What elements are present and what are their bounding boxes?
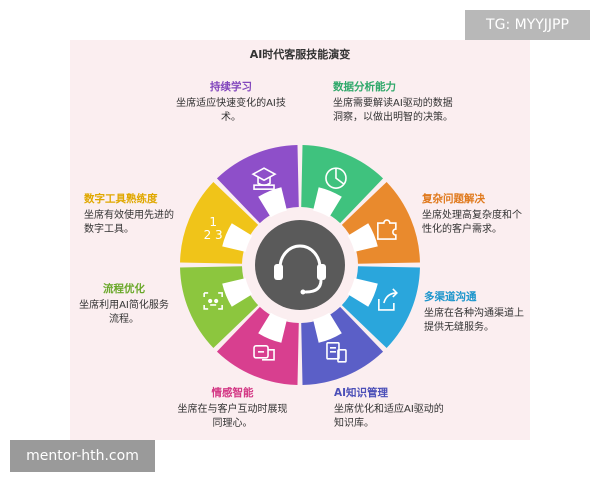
- segment-label: 复杂问题解决坐席处理高复杂度和个性化的客户需求。: [422, 192, 527, 237]
- segment-title: 复杂问题解决: [422, 193, 485, 205]
- segment-description: 坐席优化和适应AI驱动的知识库。: [334, 404, 444, 429]
- segment-label: 多渠道沟通坐席在各种沟通渠道上提供无缝服务。: [424, 290, 524, 335]
- puzzle-icon: [377, 219, 397, 240]
- segment-description: 坐席利用AI简化服务流程。: [79, 300, 169, 325]
- emotion-icon: [253, 345, 275, 361]
- numbers-icon-text: 1: [209, 215, 217, 229]
- segment-label: 数据分析能力坐席需要解读AI驱动的数据洞察，以做出明智的决策。: [333, 80, 453, 125]
- center-circle: [255, 220, 345, 310]
- segment-inner-tab: [313, 187, 342, 218]
- numbers-icon: 12 3: [204, 215, 223, 242]
- segment-description: 坐席在各种沟通渠道上提供无缝服务。: [424, 308, 524, 333]
- robot-icon: [203, 292, 223, 310]
- share-icon: [378, 288, 398, 311]
- segment-label: 数字工具熟练度坐席有效使用先进的数字工具。: [84, 192, 180, 237]
- segment-label: 情感智能坐席在与客户互动时展现同理心。: [175, 386, 290, 431]
- segment-inner-tab: [313, 312, 342, 343]
- segment-description: 坐席在与客户互动时展现同理心。: [177, 404, 288, 429]
- learning-icon: [251, 167, 277, 190]
- segment-title: 持续学习: [210, 81, 252, 93]
- knowledge-icon: [326, 342, 347, 363]
- segment-description: 坐席适应快速变化的AI技术。: [176, 98, 286, 123]
- segment-description: 坐席处理高复杂度和个性化的客户需求。: [422, 210, 522, 235]
- segment-title: 情感智能: [211, 387, 254, 399]
- segment-inner-tab: [258, 312, 287, 343]
- segment-description: 坐席需要解读AI驱动的数据洞察，以做出明智的决策。: [333, 98, 453, 123]
- segment-description: 坐席有效使用先进的数字工具。: [84, 210, 174, 235]
- segment-label: 持续学习坐席适应快速变化的AI技术。: [176, 80, 286, 125]
- segment-inner-tab: [347, 223, 378, 252]
- segment-title: 流程优化: [103, 283, 145, 295]
- segment-inner-tab: [222, 278, 253, 307]
- inner-rings: [222, 187, 378, 343]
- segment-label: AI知识管理坐席优化和适应AI驱动的知识库。: [334, 386, 444, 431]
- numbers-icon-text: 2 3: [204, 228, 223, 242]
- segment-title: 多渠道沟通: [424, 291, 477, 303]
- segment-icons: 12 3: [203, 167, 398, 363]
- segment-inner-tab: [258, 187, 287, 218]
- chart-icon: [325, 167, 347, 189]
- segment-inner-tab: [222, 223, 253, 252]
- segment-title: 数据分析能力: [333, 81, 396, 93]
- watermark-top: TG: MYYJJPP: [465, 10, 590, 40]
- segment-label: 流程优化坐席利用AI简化服务流程。: [78, 282, 170, 327]
- segment-inner-tab: [347, 278, 378, 307]
- diagram-title: AI时代客服技能演变: [249, 48, 351, 61]
- segment-title: 数字工具熟练度: [84, 193, 158, 205]
- center-hub: [255, 220, 345, 310]
- headset-icon: [274, 244, 326, 295]
- segment-title: AI知识管理: [334, 387, 389, 399]
- watermark-bottom: mentor-hth.com: [10, 440, 155, 472]
